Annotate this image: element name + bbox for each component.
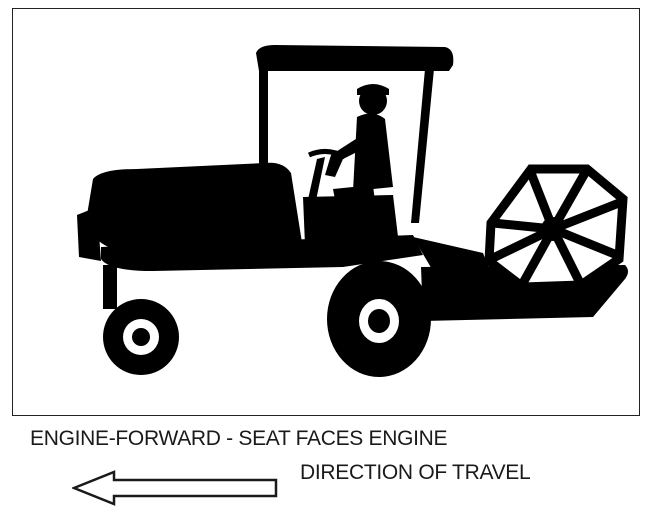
cab-rear-post	[411, 69, 434, 223]
windrower-tractor-silhouette-icon	[13, 9, 641, 417]
front-fork	[103, 265, 117, 309]
engine-hood	[87, 163, 303, 249]
travel-direction-left-arrow-icon	[72, 470, 282, 506]
caption-engine-forward: ENGINE-FORWARD - SEAT FACES ENGINE	[30, 427, 447, 451]
diagram-frame	[12, 8, 640, 416]
caption-direction-of-travel: DIRECTION OF TRAVEL	[300, 461, 530, 485]
header-reel-icon	[489, 169, 623, 287]
cab-roof	[256, 45, 453, 71]
front-grille	[77, 207, 101, 261]
